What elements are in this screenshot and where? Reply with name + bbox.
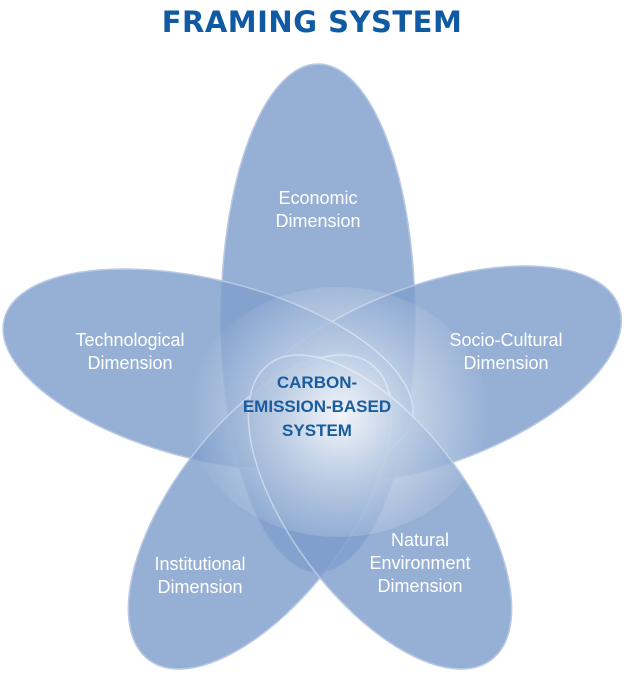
- label-line: Dimension: [87, 353, 173, 373]
- center-label-line: SYSTEM: [282, 421, 352, 440]
- label-natural-environment-dimension: Natural Environment Dimension: [340, 529, 500, 598]
- label-line: Institutional: [154, 554, 246, 574]
- label-line: Environment: [369, 553, 471, 573]
- label-line: Technological: [75, 330, 185, 350]
- label-line: Natural: [390, 530, 450, 550]
- label-line: Dimension: [275, 211, 361, 231]
- label-line: Dimension: [157, 577, 243, 597]
- label-socio-cultural-dimension: Socio-Cultural Dimension: [416, 329, 596, 375]
- label-technological-dimension: Technological Dimension: [40, 329, 220, 375]
- label-line: Socio-Cultural: [449, 330, 563, 350]
- label-line: Economic: [278, 188, 358, 208]
- center-glow: [188, 287, 488, 537]
- label-line: Dimension: [463, 353, 549, 373]
- center-label-line: CARBON-: [276, 373, 358, 392]
- center-label: CARBON- EMISSION-BASED SYSTEM: [222, 371, 412, 443]
- diagram-title: FRAMING SYSTEM: [161, 5, 463, 39]
- label-economic-dimension: Economic Dimension: [238, 187, 398, 233]
- label-line: Dimension: [377, 576, 463, 596]
- label-institutional-dimension: Institutional Dimension: [120, 553, 280, 599]
- center-label-line: EMISSION-BASED: [242, 397, 392, 416]
